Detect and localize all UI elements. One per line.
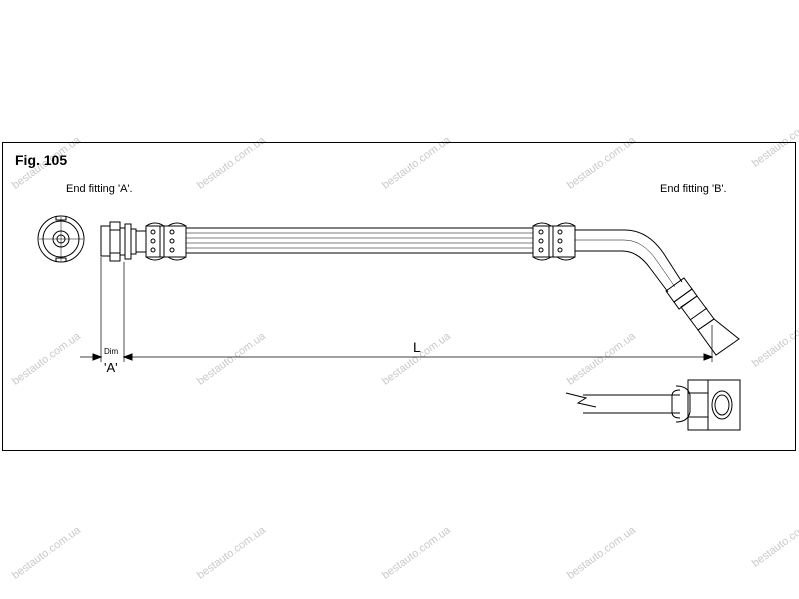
crimp-sleeve-a: [145, 222, 187, 261]
end-fitting-b-label: End fitting 'B'.: [660, 183, 727, 195]
figure-title: Fig. 105: [15, 152, 68, 168]
end-fitting-b: [665, 277, 740, 356]
length-dimension-label: L: [413, 339, 421, 355]
dimension-lines: [80, 257, 714, 362]
dim-caption: Dim: [104, 347, 119, 356]
dimension-a-label: 'A': [104, 360, 118, 375]
figure-frame: [2, 142, 796, 451]
end-fitting-a-label: End fitting 'A'.: [66, 183, 133, 195]
end-fitting-a-side-view: [100, 221, 146, 262]
bent-tube-b: [575, 229, 683, 293]
end-fitting-a-front-view: [37, 215, 85, 263]
hose-body: [186, 227, 533, 254]
end-fitting-b-detail-view: [565, 379, 741, 431]
crimp-sleeve-b: [532, 222, 576, 261]
